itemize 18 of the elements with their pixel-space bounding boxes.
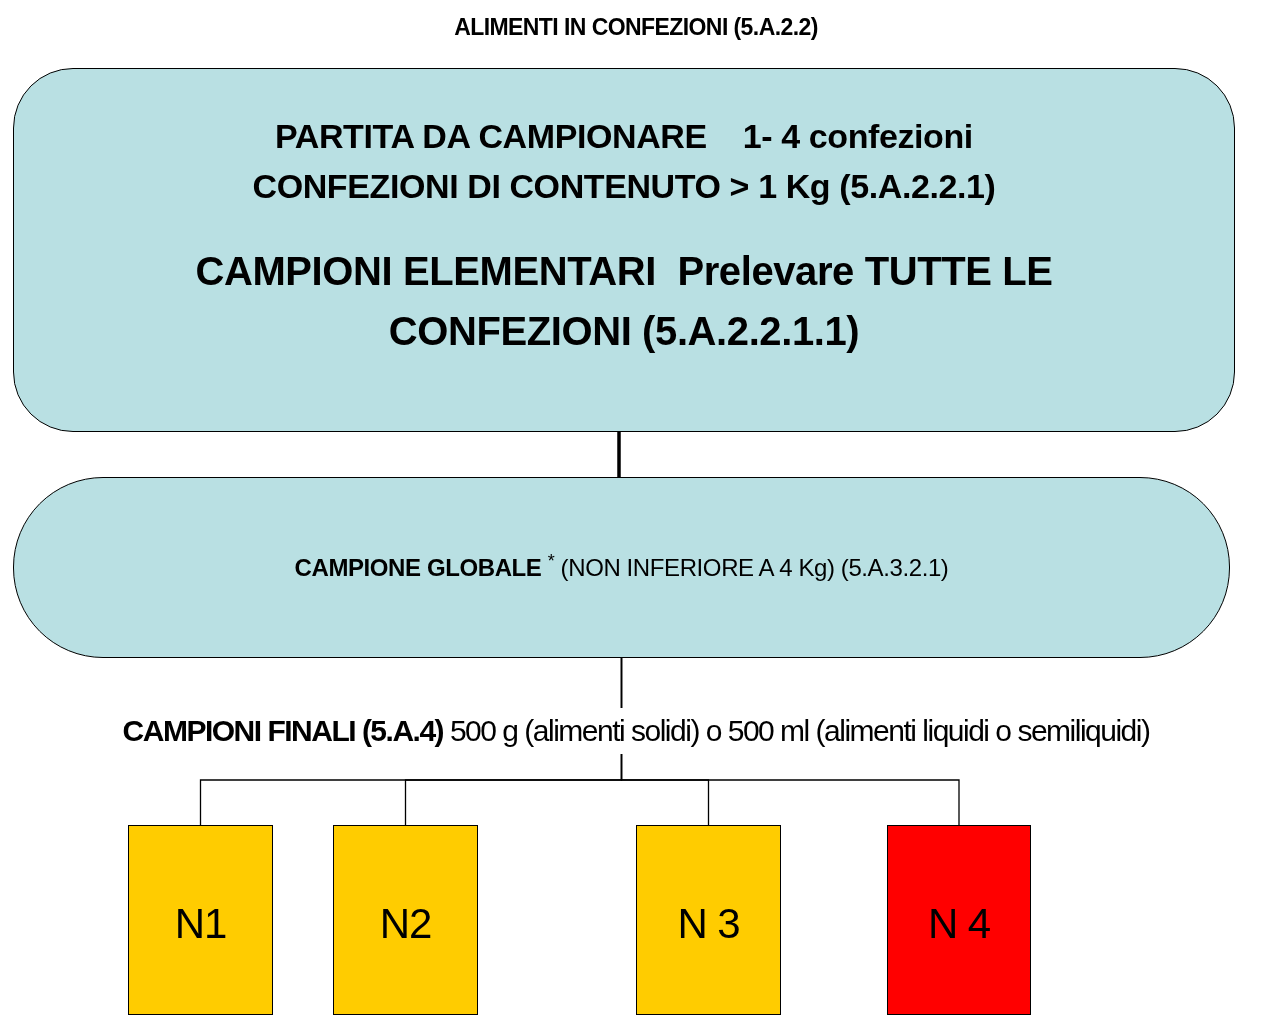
diagram-title: ALIMENTI IN CONFEZIONI (5.A.2.2) [453,13,819,42]
box-label: N 3 [677,899,740,949]
connector-line [617,432,621,477]
sample-box [636,825,781,1015]
connector-line [620,657,960,826]
box-text: CAMPIONE GLOBALE $^{*}$ (NON INFERIORE A 4 Kg) (5.A.3.2.1) [294,549,949,583]
box-label: N 4 [927,899,991,949]
sample-box [887,825,1031,1015]
rounded-box [13,68,1235,432]
box-heading: PARTITA DA CAMPIONARE [275,116,707,157]
box-subheading: CONFEZIONI DI CONTENUTO > 1 Kg (5.A.2.2.1) [252,166,996,207]
section-heading: CAMPIONI FINALI (5.A.4) 500 g (alimenti solidi) o 500 ml (alimenti liquidi o semiliquidi) [122,708,1150,754]
box-label: N2 [379,899,432,949]
box-text: CAMPIONI ELEMENTARI Prelevare TUTTE LE CONFEZIONI (5.A.2.2.1.1) [194,248,1054,355]
sample-box [128,825,273,1015]
box-heading: 1- 4 confezioni [742,116,973,157]
box-label: N1 [174,899,227,949]
sample-box [333,825,478,1015]
